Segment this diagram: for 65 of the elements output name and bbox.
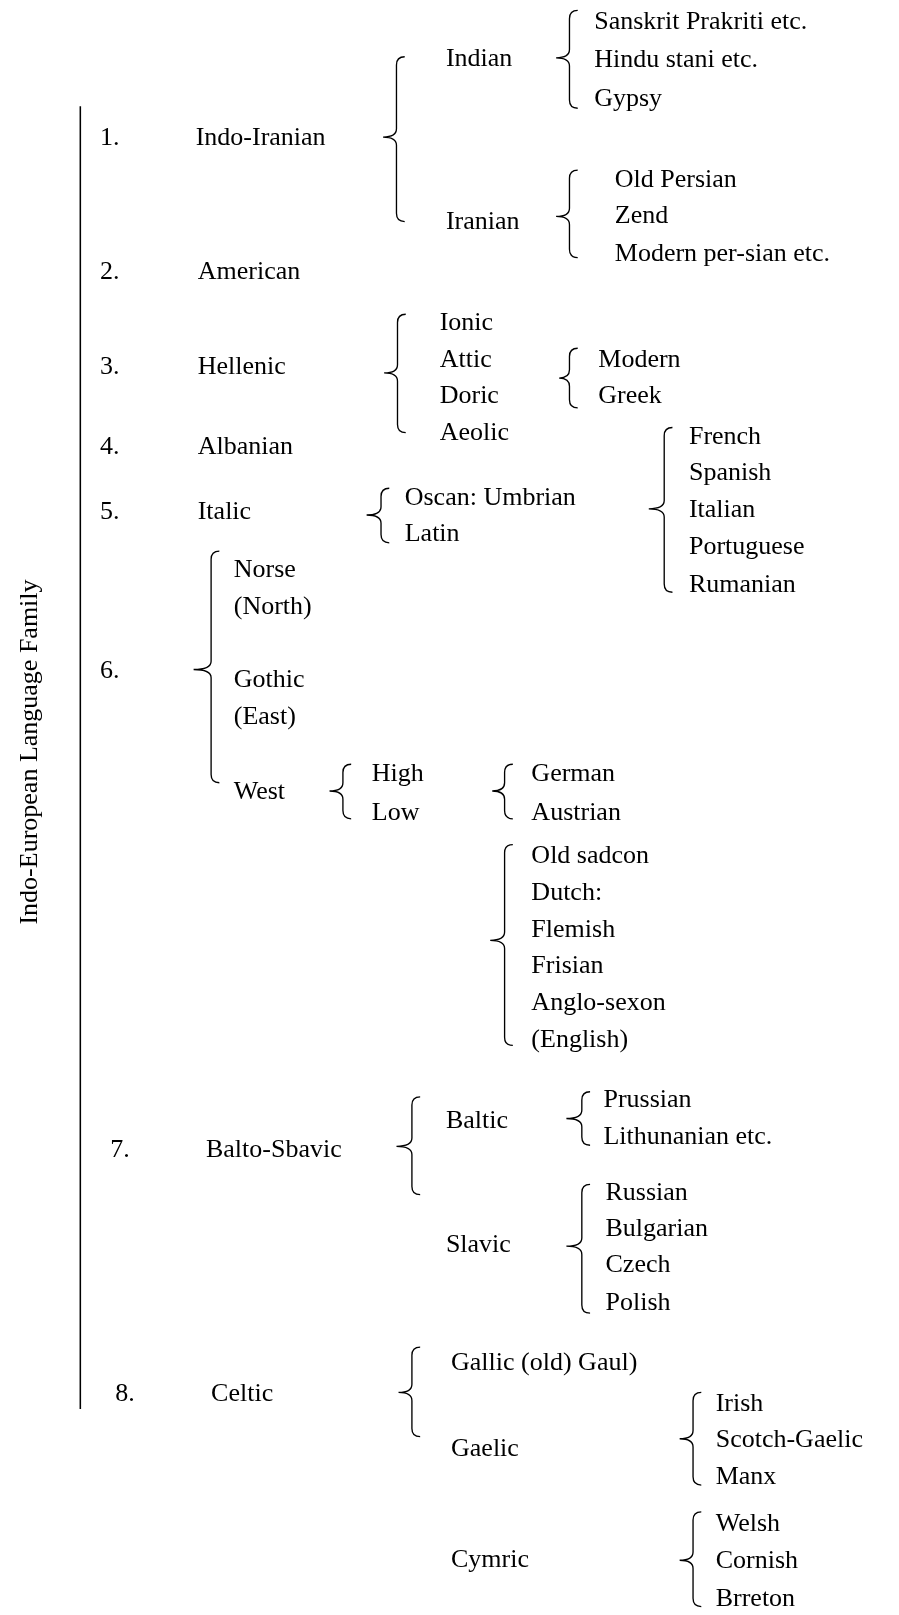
branch-number: 5. xyxy=(99,495,120,528)
branch-number: 2. xyxy=(99,255,120,288)
language-name: Indian xyxy=(445,42,513,75)
language-name: Sanskrit Prakriti etc. xyxy=(594,5,808,38)
language-name: Dutch: Flemish xyxy=(531,876,617,946)
language-name: Attic xyxy=(439,342,492,375)
language-name: Low xyxy=(371,795,420,828)
language-name: Cornish xyxy=(715,1543,799,1576)
language-name: Gaelic xyxy=(451,1432,519,1465)
language-name: Spanish xyxy=(688,456,772,489)
language-name: Gothic (East) xyxy=(233,663,306,733)
language-name: Austrian xyxy=(531,795,621,828)
language-name: Russian xyxy=(605,1175,688,1208)
language-name: Doric xyxy=(439,378,499,411)
language-name: Old sadcon xyxy=(531,839,650,872)
language-name: Hellenic xyxy=(197,350,286,383)
language-name: Ionic xyxy=(439,305,494,338)
language-name: Zend xyxy=(614,198,669,231)
language-name: Manx xyxy=(715,1460,777,1493)
language-name: Indo-Iranian xyxy=(195,121,326,154)
language-name: Oscan: Umbrian xyxy=(404,480,576,513)
language-name: German xyxy=(531,756,616,789)
language-name: Slavic xyxy=(445,1228,511,1261)
language-name: Irish xyxy=(715,1387,764,1420)
language-name: Greek xyxy=(598,378,662,411)
language-name: Cymric xyxy=(451,1542,530,1575)
language-name: Italian xyxy=(688,493,756,526)
language-name: High xyxy=(371,756,424,789)
language-name: American xyxy=(197,255,301,288)
language-name: Bulgarian xyxy=(605,1212,709,1244)
branch-number: 7. xyxy=(110,1132,130,1165)
language-name: Welsh xyxy=(715,1506,781,1539)
language-name: Gallic (old) Gaul) xyxy=(451,1345,638,1378)
language-name: Balto-Sbavic xyxy=(205,1132,342,1165)
branch-number: 6. xyxy=(99,653,120,686)
language-name: Baltic xyxy=(445,1103,508,1136)
branch-number: 1. xyxy=(99,121,120,154)
language-name: Latin xyxy=(404,516,460,549)
language-name: Lithunanian etc. xyxy=(603,1120,773,1153)
language-name: Polish xyxy=(605,1286,671,1319)
language-name: Frisian xyxy=(531,949,604,982)
family-title: Indo-European Language Family xyxy=(12,579,44,925)
language-name: Rumanian xyxy=(688,568,796,601)
language-name: Albanian xyxy=(197,430,293,463)
language-name: Czech xyxy=(605,1248,671,1281)
branch-number: 3. xyxy=(99,350,120,383)
language-name: Iranian xyxy=(445,204,520,237)
language-name: Portuguese xyxy=(688,530,805,563)
language-name: Hindu stani etc. xyxy=(594,43,759,76)
language-name: Aeolic xyxy=(439,415,509,448)
language-name: Modern per-sian etc. xyxy=(614,236,831,269)
language-name: Brreton xyxy=(715,1581,796,1614)
branch-number: 4. xyxy=(99,430,120,463)
language-name: Celtic xyxy=(211,1376,274,1409)
language-name: Anglo-sexon (English) xyxy=(531,986,667,1056)
language-name: French xyxy=(688,420,762,453)
language-name: Gypsy xyxy=(594,82,663,115)
branch-number: 8. xyxy=(115,1376,135,1409)
language-name: Scotch-Gaelic xyxy=(715,1423,863,1456)
language-name: Italic xyxy=(197,495,252,528)
language-name: Old Persian xyxy=(614,162,737,195)
language-name: West xyxy=(233,775,286,808)
language-name: Norse (North) xyxy=(233,552,313,622)
language-name: Prussian xyxy=(603,1083,692,1116)
language-name: Modern xyxy=(598,342,681,375)
